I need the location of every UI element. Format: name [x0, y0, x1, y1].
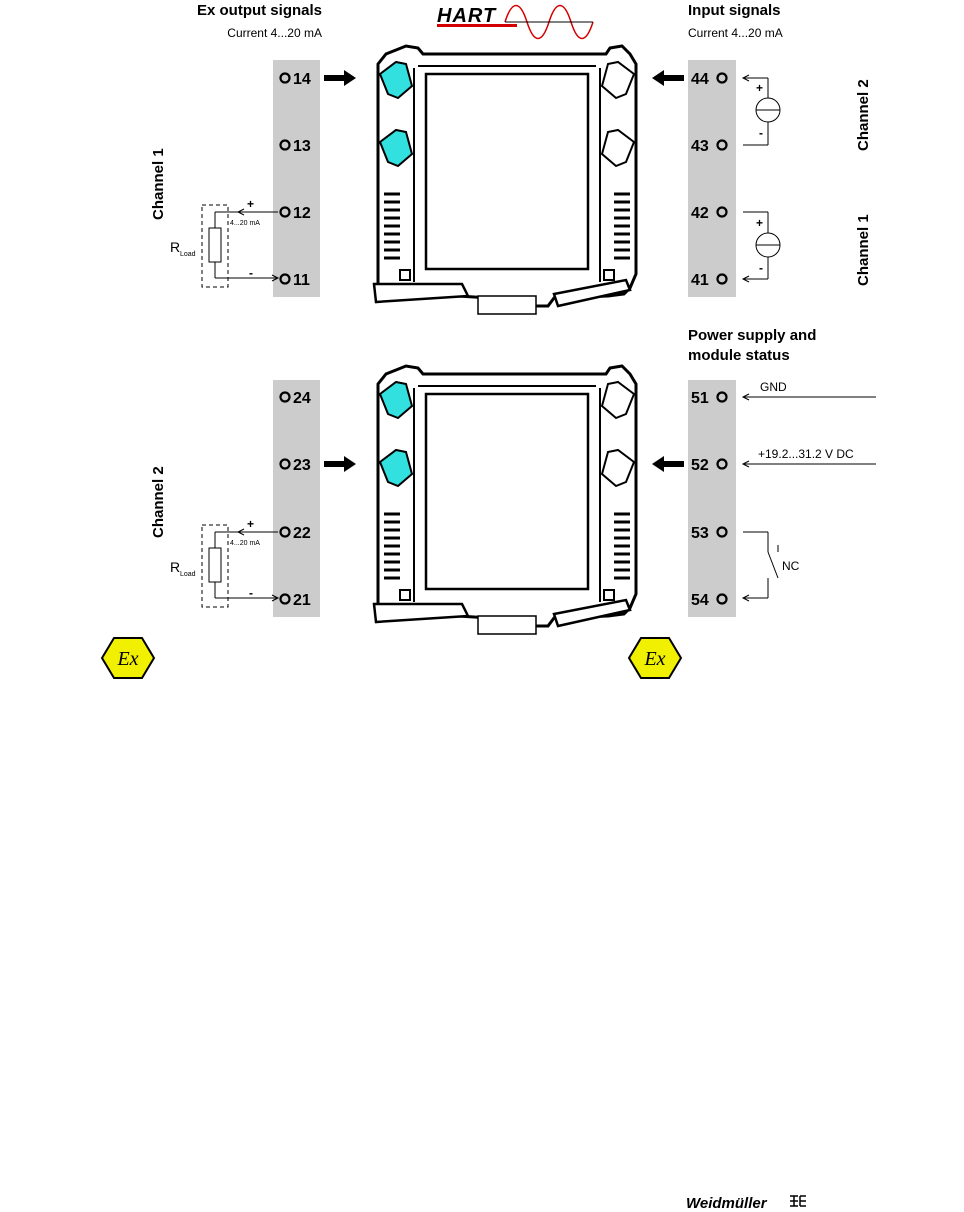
terminal-strip-right-bottom — [688, 380, 736, 617]
channel-1-label-left: Channel 1 — [150, 148, 167, 220]
terminal-13: 13 — [293, 138, 311, 155]
load-plus-2: + — [247, 517, 254, 531]
load-circuit-ch1 — [201, 204, 280, 288]
terminal-44: 44 — [691, 71, 709, 88]
terminal-11: 11 — [293, 272, 310, 289]
terminal-12: 12 — [293, 205, 311, 222]
svg-text:Ex: Ex — [643, 648, 665, 670]
arrow-right-icon — [324, 456, 356, 472]
terminal-strip-left-top — [273, 60, 320, 297]
ex-mark-icon: Ex — [101, 637, 155, 679]
load-range-2: 4...20 mA — [230, 540, 260, 547]
load-range-1: 4...20 mA — [230, 220, 260, 227]
power-lines — [741, 393, 876, 602]
terminal-53: 53 — [691, 525, 709, 542]
nc-label: NC — [782, 559, 800, 573]
ex-output-subtitle: Current 4...20 mA — [227, 26, 322, 40]
arrow-left-icon — [652, 456, 684, 472]
ex-output-title: Ex output signals — [196, 2, 322, 19]
brand-name: Weidmüller — [686, 1195, 767, 1212]
terminal-strip-left-bottom — [273, 380, 320, 617]
terminal-43: 43 — [691, 138, 709, 155]
channel-1-label-right: Channel 1 — [855, 214, 872, 286]
arrow-icons — [324, 70, 684, 472]
current-source-ch2 — [741, 74, 781, 146]
input-title: Input signals — [688, 2, 781, 19]
terminal-circles — [279, 72, 728, 605]
terminal-42: 42 — [691, 205, 709, 222]
source-plus-1: + — [756, 216, 763, 230]
supply-label: +19.2...31.2 V DC — [758, 447, 854, 461]
gnd-label: GND — [760, 380, 787, 394]
rload-r-2: R — [170, 559, 180, 575]
input-subtitle: Current 4...20 mA — [688, 26, 783, 40]
module-top — [372, 44, 638, 316]
channel-2-label-left: Channel 2 — [150, 466, 167, 538]
arrow-right-icon — [324, 70, 356, 86]
terminal-41: 41 — [691, 272, 709, 289]
module-bottom — [372, 364, 638, 636]
weidmuller-logo-icon — [790, 1195, 806, 1207]
svg-text:Ex: Ex — [116, 648, 138, 670]
load-plus-1: + — [247, 197, 254, 211]
ex-mark-icon: Ex — [628, 637, 682, 679]
rload-sub-1: Load — [180, 251, 196, 258]
svg-text:HART: HART — [437, 5, 497, 27]
source-minus-2: - — [759, 126, 763, 140]
terminal-54: 54 — [691, 592, 709, 609]
terminal-14: 14 — [293, 71, 311, 88]
terminal-51: 51 — [691, 390, 709, 407]
hart-logo: HART — [437, 4, 594, 40]
source-minus-1: - — [759, 261, 763, 275]
source-plus-2: + — [756, 81, 763, 95]
power-title-line1: Power supply and — [688, 327, 817, 344]
terminal-52: 52 — [691, 457, 709, 474]
terminal-21: 21 — [293, 592, 311, 609]
terminal-24: 24 — [293, 390, 311, 407]
arrow-left-icon — [652, 70, 684, 86]
terminal-strip-right-top — [688, 60, 736, 297]
current-source-ch1 — [741, 211, 781, 283]
channel-2-label-right: Channel 2 — [855, 79, 872, 151]
load-minus-2: - — [249, 586, 253, 600]
terminal-23: 23 — [293, 457, 311, 474]
terminal-22: 22 — [293, 525, 311, 542]
rload-sub-2: Load — [180, 571, 196, 578]
load-circuit-ch2 — [201, 524, 280, 608]
load-minus-1: - — [249, 266, 253, 280]
power-title-line2: module status — [688, 347, 790, 364]
rload-r-1: R — [170, 239, 180, 255]
